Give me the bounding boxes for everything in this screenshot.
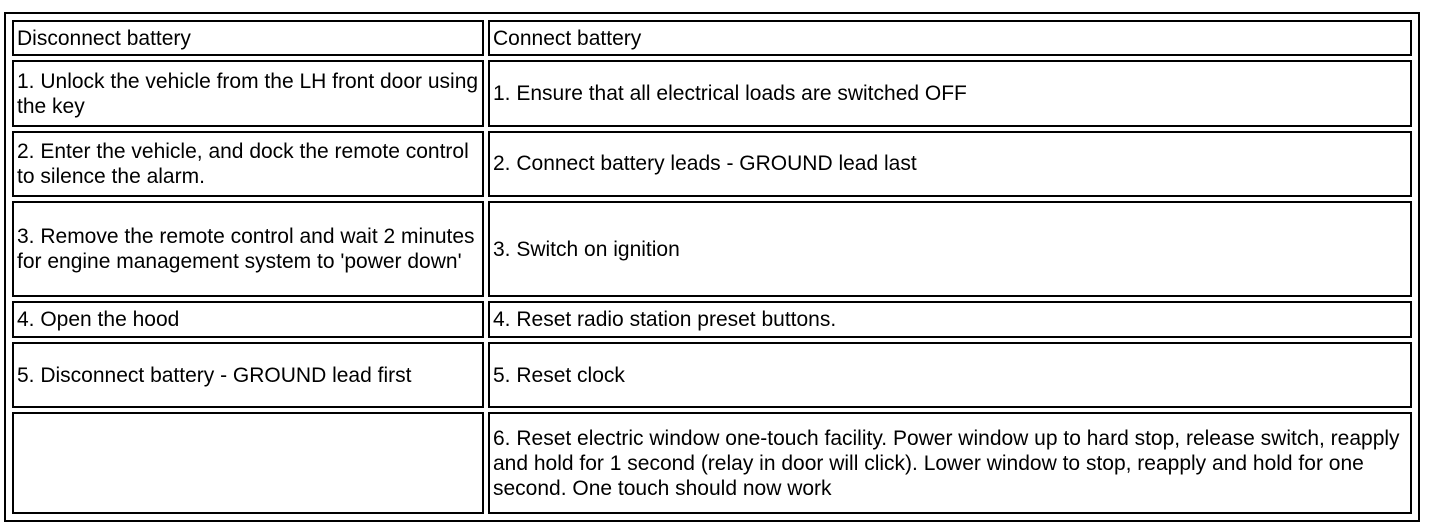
connect-step-4: 4. Reset radio station preset buttons. — [488, 301, 1412, 338]
table-row: 3. Remove the remote control and wait 2 … — [12, 201, 1412, 298]
disconnect-step-4: 4. Open the hood — [12, 301, 484, 338]
table-row: 5. Disconnect battery - GROUND lead firs… — [12, 341, 1412, 409]
header-disconnect-battery: Disconnect battery — [12, 20, 484, 57]
table-row: 2. Enter the vehicle, and dock the remot… — [12, 130, 1412, 198]
connect-step-1: 1. Ensure that all electrical loads are … — [488, 60, 1412, 127]
connect-step-3: 3. Switch on ignition — [488, 201, 1412, 298]
table-row: 6. Reset electric window one-touch facil… — [12, 412, 1412, 514]
procedure-table: Disconnect battery Connect battery 1. Un… — [8, 16, 1416, 518]
disconnect-step-2: 2. Enter the vehicle, and dock the remot… — [12, 130, 484, 198]
disconnect-step-empty — [12, 412, 484, 514]
table-header-row: Disconnect battery Connect battery — [12, 20, 1412, 57]
header-connect-battery: Connect battery — [488, 20, 1412, 57]
connect-step-5: 5. Reset clock — [488, 341, 1412, 409]
table-row: 4. Open the hood 4. Reset radio station … — [12, 301, 1412, 338]
connect-step-6: 6. Reset electric window one-touch facil… — [488, 412, 1412, 514]
disconnect-step-1: 1. Unlock the vehicle from the LH front … — [12, 60, 484, 127]
table-row: 1. Unlock the vehicle from the LH front … — [12, 60, 1412, 127]
connect-step-2: 2. Connect battery leads - GROUND lead l… — [488, 130, 1412, 198]
disconnect-step-5: 5. Disconnect battery - GROUND lead firs… — [12, 341, 484, 409]
disconnect-step-3: 3. Remove the remote control and wait 2 … — [12, 201, 484, 298]
battery-procedure-table: Disconnect battery Connect battery 1. Un… — [4, 12, 1420, 522]
